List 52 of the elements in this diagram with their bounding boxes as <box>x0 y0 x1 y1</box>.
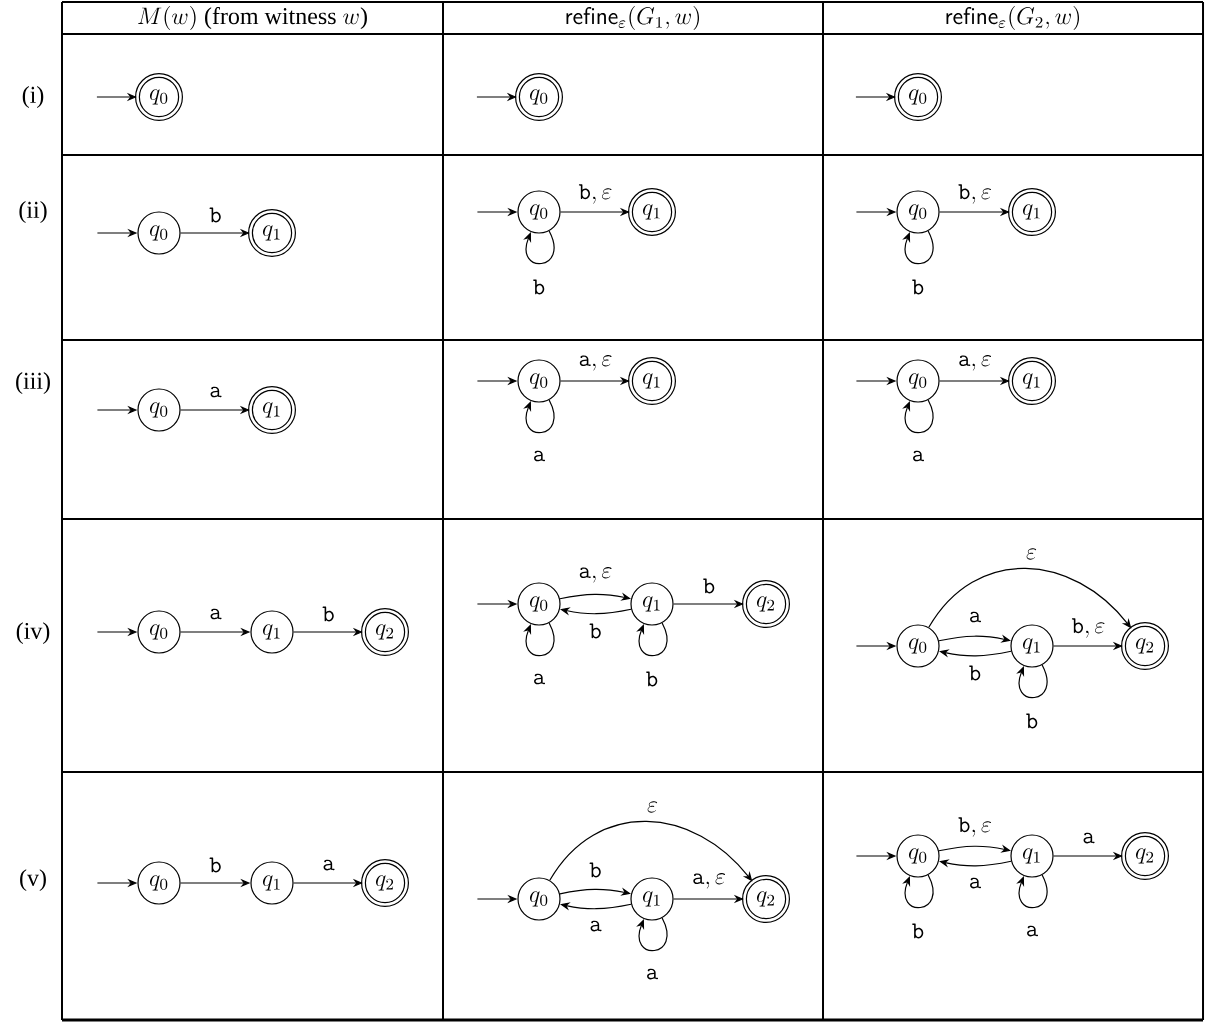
edge-label: $\varepsilon$ <box>1024 546 1039 562</box>
edge-label: $\mathtt{a}$ <box>530 671 548 687</box>
loop-arrow <box>523 622 555 657</box>
edge-label: $\mathtt{a}$ <box>530 448 548 464</box>
edge-label: $\mathtt{b}$ <box>643 669 661 689</box>
row-label: (i) <box>22 86 44 108</box>
edge-label: $\mathtt{a},\varepsilon$ <box>576 565 615 585</box>
column-header: $\mathsf{refine}_{\varepsilon}(G_1,w)$ <box>566 6 699 30</box>
row-label: (iv) <box>16 622 50 644</box>
edge-label: $\mathtt{b},\varepsilon$ <box>956 182 994 206</box>
loop-arrow <box>902 230 934 265</box>
row-label: (v) <box>20 869 46 891</box>
edge-label: $\mathtt{b}$ <box>207 205 224 225</box>
edge-label: $\mathtt{a},\varepsilon$ <box>690 871 728 891</box>
edge-label: $\mathtt{b},\varepsilon$ <box>576 182 615 206</box>
loop-arrow <box>523 230 555 265</box>
loop-arrow <box>1016 664 1048 699</box>
edge-label: $\mathtt{b},\varepsilon$ <box>956 815 994 839</box>
edge-label: $\mathtt{a}$ <box>320 857 337 873</box>
loop-arrow <box>636 917 668 952</box>
loop-arrow <box>523 399 555 434</box>
edge-label: $\mathtt{a}$ <box>207 384 224 400</box>
edge-label: $\mathtt{a}$ <box>1023 923 1041 939</box>
edge-label: $\mathtt{b}$ <box>1023 711 1041 731</box>
edge-label: $\mathtt{b}$ <box>320 604 337 624</box>
edge-label: $\mathtt{a},\varepsilon$ <box>576 353 615 373</box>
column-header: $\mathsf{refine}_{\varepsilon}(G_2,w)$ <box>946 6 1079 30</box>
column-header: $M(w)\ \text{(from witness }w\text{)}$ <box>138 6 367 30</box>
edge-label: $\mathtt{b}$ <box>207 855 224 875</box>
edge-label: $\mathtt{b}$ <box>587 860 604 880</box>
edge-label: $\varepsilon$ <box>645 799 660 815</box>
loop-arrow <box>902 874 934 909</box>
edge-label: $\mathtt{a}$ <box>909 448 927 464</box>
edge-label: $\mathtt{b}$ <box>700 576 718 596</box>
edge-label: $\mathtt{a}$ <box>587 918 604 934</box>
edge-label: $\mathtt{a}$ <box>966 609 984 625</box>
edge-label: $\mathtt{a}$ <box>966 875 984 891</box>
edge-label: $\mathtt{b}$ <box>966 663 984 683</box>
edge-label: $\mathtt{a}$ <box>1080 830 1097 846</box>
loop-arrow <box>636 622 668 657</box>
edge-label: $\mathtt{a}$ <box>207 606 224 622</box>
loop-arrow <box>1016 874 1048 909</box>
edge-label: $\mathtt{b},\varepsilon$ <box>1069 616 1108 640</box>
edge-label: $\mathtt{b}$ <box>909 277 927 297</box>
row-label: (iii) <box>16 372 50 394</box>
edge-label: $\mathtt{a}$ <box>643 966 661 982</box>
edge-label: $\mathtt{b}$ <box>587 621 604 641</box>
edge-label: $\mathtt{b}$ <box>530 277 548 297</box>
edge-label: $\mathtt{b}$ <box>909 921 927 941</box>
edge-label: $\mathtt{a},\varepsilon$ <box>956 353 994 373</box>
loop-arrow <box>902 399 934 434</box>
row-label: (ii) <box>19 201 47 223</box>
